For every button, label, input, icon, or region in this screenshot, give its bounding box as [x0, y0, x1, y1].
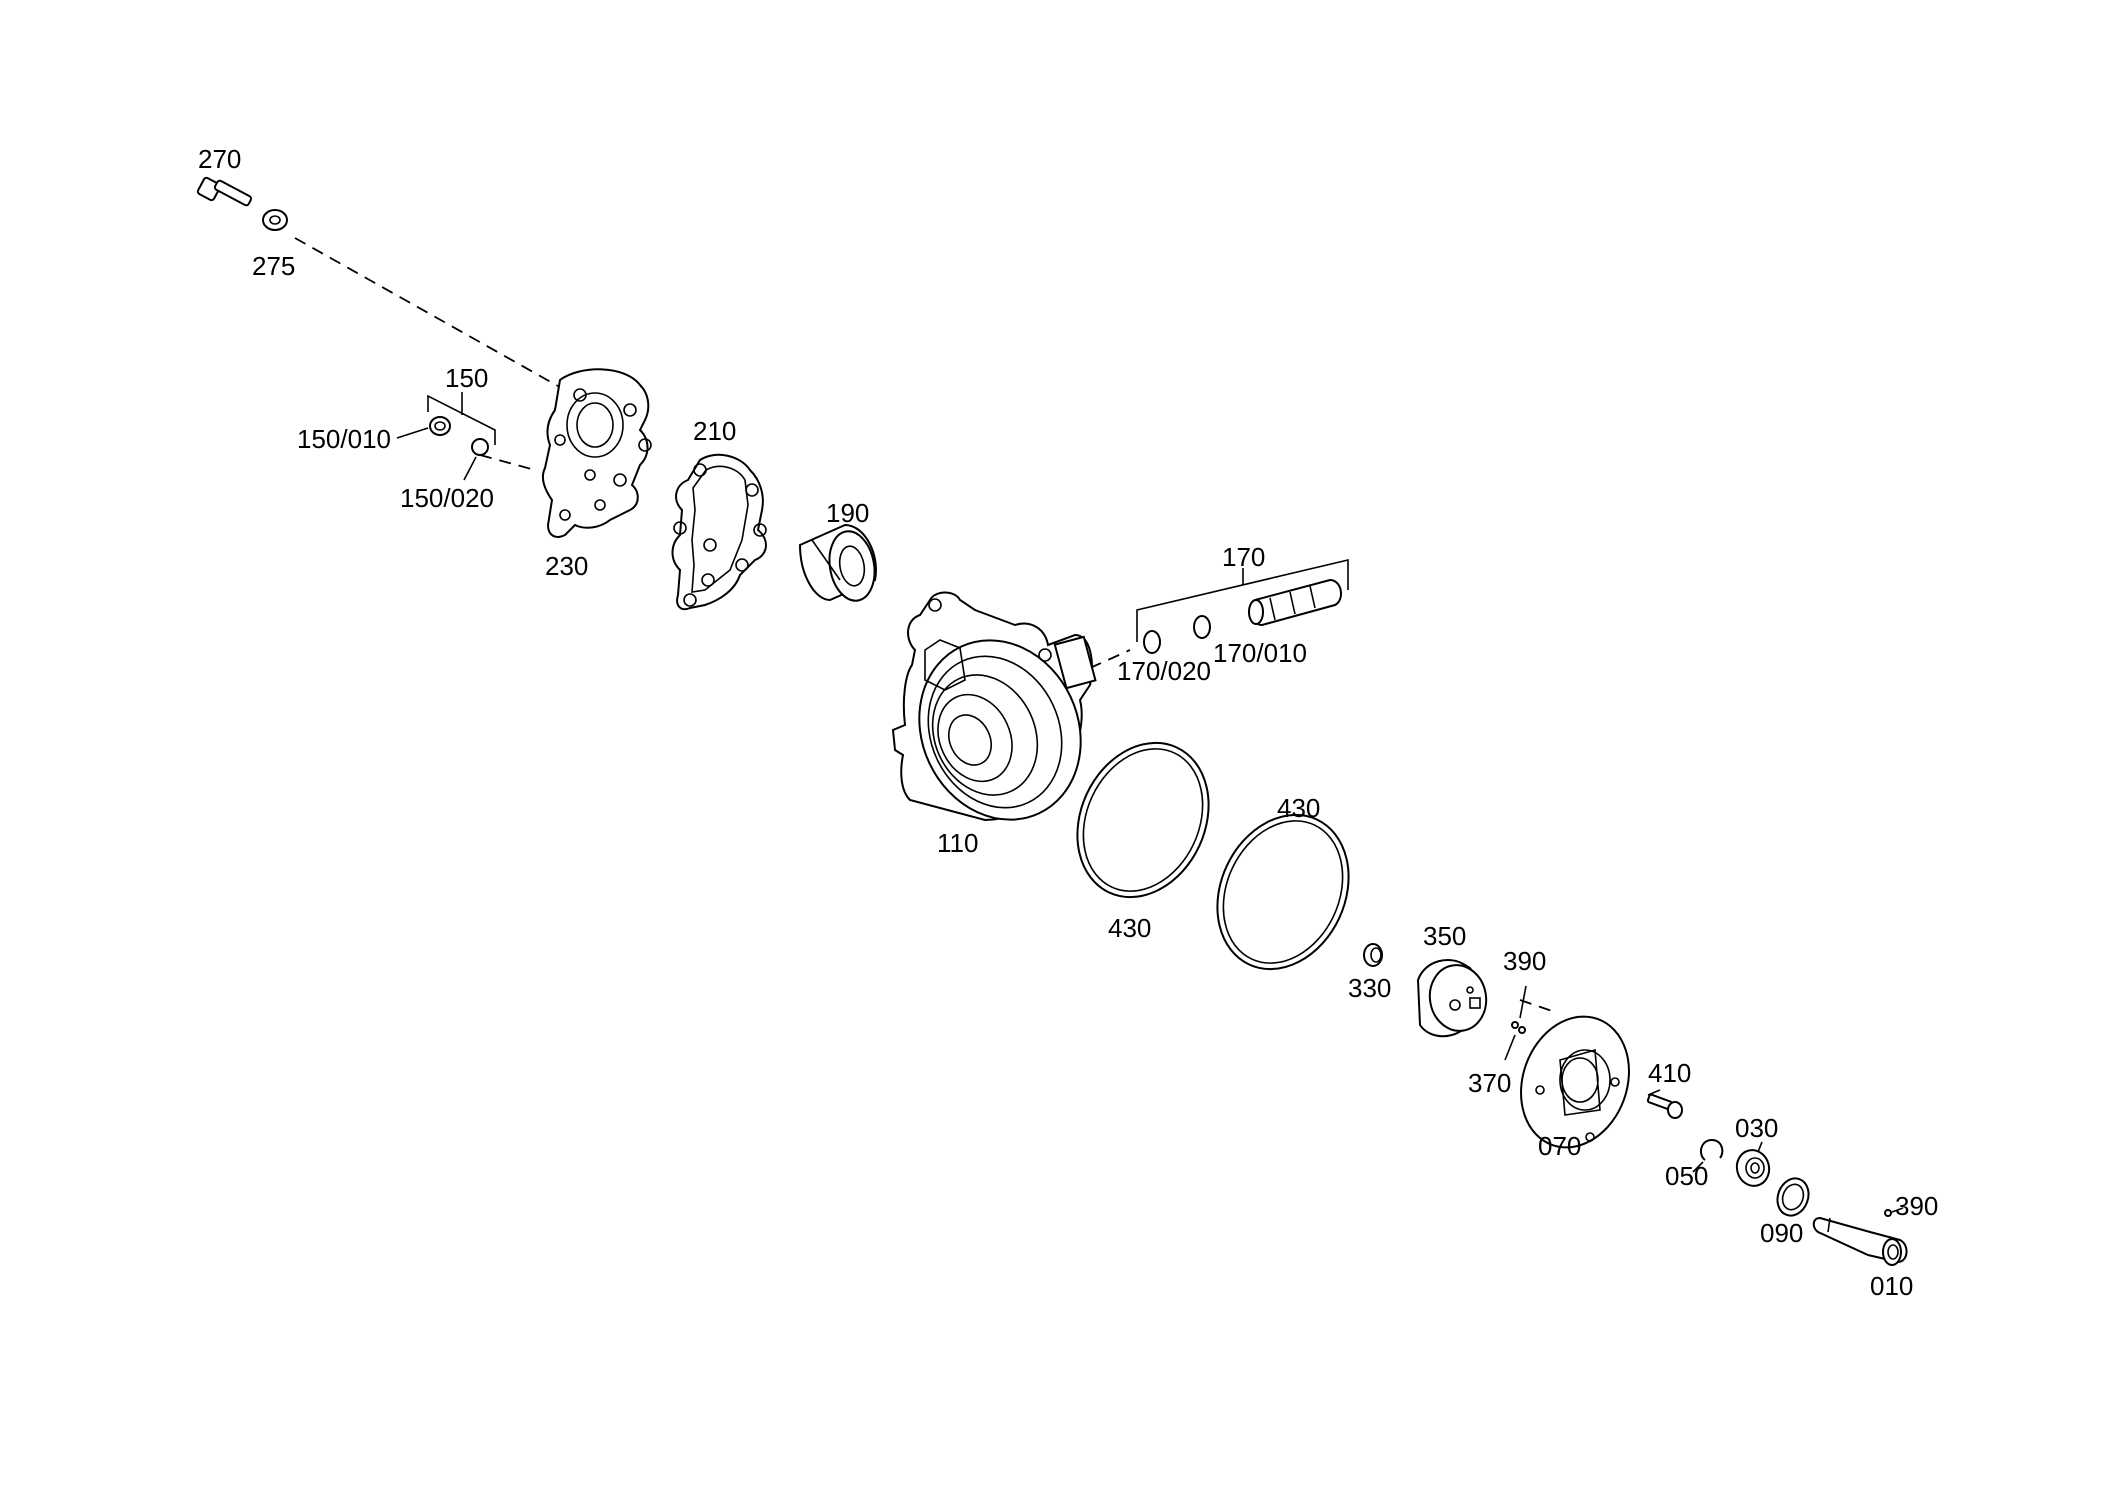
callout-150-020: 150/020 — [400, 483, 494, 513]
filter-190 — [798, 523, 877, 602]
o-ring-430-front — [1076, 741, 1210, 899]
callout-150-010: 150/010 — [297, 424, 391, 454]
callout-330: 330 — [1348, 973, 1391, 1003]
o-ring-430-rear — [1216, 813, 1350, 971]
plug-330 — [1363, 943, 1383, 967]
pump-cover-230 — [542, 368, 652, 538]
callout-010: 010 — [1870, 1271, 1913, 1301]
callout-230: 230 — [545, 551, 588, 581]
bearing-030 — [1735, 1149, 1771, 1187]
rotor-350 — [1416, 959, 1488, 1038]
drive-shaft-010 — [1812, 1216, 1908, 1266]
pin-390-370 — [1511, 1021, 1526, 1034]
seal-ring-150-020 — [471, 438, 489, 456]
pump-housing-110 — [891, 591, 1097, 822]
pump-flange-070 — [1520, 1015, 1630, 1149]
callout-430-rear: 430 — [1277, 793, 1320, 823]
callout-170-010: 170/010 — [1213, 638, 1307, 668]
snap-ring-050 — [1699, 1139, 1724, 1161]
leader-150-020 — [463, 456, 477, 481]
callout-070: 070 — [1538, 1131, 1581, 1161]
callout-170: 170 — [1222, 542, 1265, 572]
assembly-axis-line — [1089, 649, 1131, 669]
callout-190: 190 — [826, 498, 869, 528]
callout-410: 410 — [1648, 1058, 1691, 1088]
callout-110: 110 — [937, 828, 978, 858]
callout-210: 210 — [693, 416, 736, 446]
ring-170-010 — [1193, 615, 1211, 639]
washer-275 — [262, 209, 288, 231]
gasket-210 — [671, 453, 767, 611]
ring-170-020 — [1143, 630, 1161, 654]
plug-150-010 — [429, 416, 451, 436]
assembly-axis-line — [1519, 999, 1556, 1013]
callout-030: 030 — [1735, 1113, 1778, 1143]
callout-050: 050 — [1665, 1161, 1708, 1191]
callout-150: 150 — [445, 363, 488, 393]
callout-370: 370 — [1468, 1068, 1511, 1098]
callout-350: 350 — [1423, 921, 1466, 951]
circlip-090 — [1776, 1177, 1810, 1217]
pin-390-shaft — [1884, 1209, 1892, 1217]
callout-390-shaft: 390 — [1895, 1191, 1938, 1221]
leader-410 — [1647, 1089, 1661, 1096]
callout-090: 090 — [1760, 1218, 1803, 1248]
leader-030 — [1757, 1141, 1763, 1153]
assembly-axis-line — [294, 237, 566, 391]
assembly-axis-line — [479, 454, 536, 471]
valve-spool-170 — [1248, 578, 1342, 627]
callout-170-020: 170/020 — [1117, 656, 1211, 686]
callout-390-pin: 390 — [1503, 946, 1546, 976]
callout-430-front: 430 — [1108, 913, 1151, 943]
callout-275: 275 — [252, 251, 295, 281]
bolt-270 — [196, 176, 253, 207]
leader-150-010 — [396, 427, 429, 439]
leader-050 — [1692, 1161, 1704, 1173]
leader-370 — [1504, 1034, 1516, 1061]
leader-390 — [1519, 985, 1527, 1019]
callout-270: 270 — [198, 144, 241, 174]
leader-390-shaft — [1891, 1207, 1904, 1213]
screw-410 — [1646, 1093, 1683, 1119]
